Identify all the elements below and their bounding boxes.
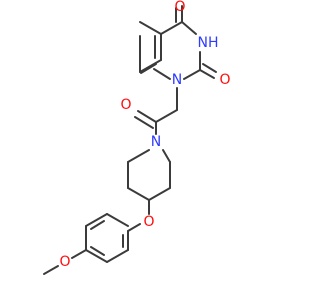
bond-ph-3-4 (85, 249, 108, 263)
atom-o-top: O (174, 0, 185, 15)
atom-n-piperidine: N (151, 134, 161, 150)
bond-c2-o-2 (202, 63, 217, 73)
bond-omethoxy-ch3 (43, 265, 59, 275)
bond-npip-c2 (127, 149, 150, 163)
bond-pip-c6-npip (162, 149, 171, 163)
atom-o-methoxy: O (59, 254, 70, 270)
atom-o-c2: O (219, 72, 230, 88)
bond-ph-inner-3 (90, 220, 105, 230)
atom-n-ring: N (172, 72, 182, 88)
bond-ph-2-3 (106, 249, 129, 263)
bond-camide-o-2 (134, 116, 154, 129)
bond-camide-o (137, 110, 157, 123)
bond-oether-phenyl (127, 223, 141, 232)
bond-c5-c6-inner (140, 63, 157, 74)
atom-labels: O NH O N O N O O (59, 0, 230, 270)
atom-o-ether: O (143, 214, 154, 230)
bond-c5-c6 (139, 59, 162, 73)
bond-ph-6-1 (106, 213, 129, 227)
molecule-structure: O NH O N O N O O (43, 0, 231, 275)
bond-ph-inner-2 (90, 246, 105, 256)
bond-pip-c3-c4 (127, 187, 150, 201)
bond-c2-n1 (183, 69, 201, 80)
atom-nh: NH (198, 35, 219, 51)
bond-c4-ctop (160, 21, 183, 35)
bond-c5-methyl (139, 21, 162, 35)
bond-lines (43, 5, 217, 275)
bond-ph-omethoxy (71, 249, 87, 259)
bond-c2-o (199, 69, 215, 79)
bond-ctop-n3 (181, 21, 197, 35)
bond-n1-c6 (153, 68, 171, 80)
atom-o-amide: O (120, 97, 131, 113)
bond-ph-5-6 (85, 213, 108, 227)
bond-pip-c4-c5 (148, 187, 171, 201)
bond-ch2-camide (155, 109, 178, 123)
